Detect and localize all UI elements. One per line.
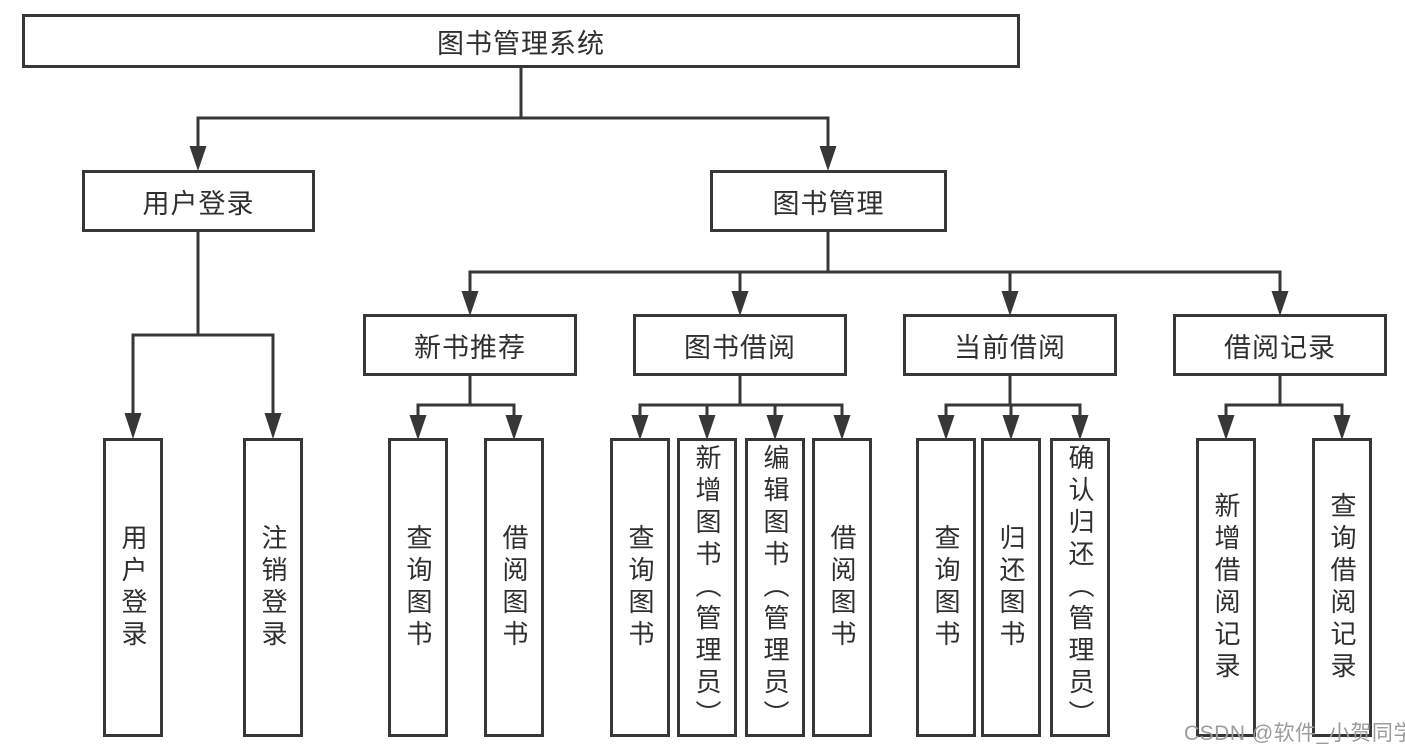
leaf-add-borrow-record: 新增借阅记录 xyxy=(1196,438,1256,737)
leaf-query-book-3-label: 查询图书 xyxy=(931,523,961,652)
leaf-add-book-admin-label: 新增图书（管理员） xyxy=(692,443,722,732)
watermark: CSDN @软件_小贺同学 xyxy=(1184,722,1405,745)
node-current-borrow: 当前借阅 xyxy=(903,314,1117,376)
arrow-down-icon xyxy=(189,146,207,171)
leaf-user-login: 用户登录 xyxy=(103,438,163,737)
arrow-down-icon xyxy=(937,415,955,440)
leaf-return-book: 归还图书 xyxy=(981,438,1041,737)
arrow-down-icon xyxy=(631,415,649,440)
leaf-logout-label: 注销登录 xyxy=(258,523,288,652)
node-root-label: 图书管理系统 xyxy=(437,28,605,59)
node-user-login: 用户登录 xyxy=(82,170,315,232)
arrow-down-icon xyxy=(264,413,282,439)
arrow-down-icon xyxy=(1001,291,1019,316)
node-new-book-recommend: 新书推荐 xyxy=(363,314,577,376)
connector-records-to-leaves xyxy=(1224,376,1344,416)
arrow-down-icon xyxy=(766,415,784,440)
node-current-borrow-label: 当前借阅 xyxy=(954,332,1066,363)
leaf-confirm-return-admin-label: 确认归还（管理员） xyxy=(1065,443,1095,732)
arrow-down-icon xyxy=(409,415,427,440)
node-borrow-records: 借阅记录 xyxy=(1173,314,1387,376)
node-borrow-records-label: 借阅记录 xyxy=(1224,332,1336,363)
arrowheads xyxy=(124,146,1351,440)
arrow-down-icon xyxy=(698,415,716,440)
leaf-query-book-3: 查询图书 xyxy=(916,438,976,737)
arrow-down-icon xyxy=(731,291,749,316)
node-book-management: 图书管理 xyxy=(710,170,947,232)
arrow-down-icon xyxy=(819,146,837,171)
connector-userlogin-to-leaves xyxy=(131,232,275,414)
node-book-borrow-label: 图书借阅 xyxy=(684,332,796,363)
leaf-user-login-label: 用户登录 xyxy=(118,523,148,652)
leaf-borrow-book-2-label: 借阅图书 xyxy=(827,523,857,652)
arrow-down-icon xyxy=(1071,415,1089,440)
leaf-return-book-label: 归还图书 xyxy=(996,523,1026,652)
connector-bookmgmt-to-level3 xyxy=(468,232,1282,292)
leaf-logout: 注销登录 xyxy=(243,438,303,737)
node-new-book-recommend-label: 新书推荐 xyxy=(414,332,526,363)
leaf-query-book-1-label: 查询图书 xyxy=(403,523,433,652)
leaf-add-book-admin: 新增图书（管理员） xyxy=(677,438,737,737)
connector-newbook-to-leaves xyxy=(416,376,516,416)
node-user-login-label: 用户登录 xyxy=(142,188,255,219)
node-book-borrow: 图书借阅 xyxy=(633,314,847,376)
leaf-borrow-book-1-label: 借阅图书 xyxy=(499,523,529,652)
leaf-query-book-2-label: 查询图书 xyxy=(625,523,655,652)
connector-bookborrow-to-leaves xyxy=(638,376,844,416)
leaf-query-borrow-record: 查询借阅记录 xyxy=(1312,438,1372,737)
arrow-down-icon xyxy=(1271,291,1289,316)
leaf-add-borrow-record-label: 新增借阅记录 xyxy=(1211,491,1241,684)
arrow-down-icon xyxy=(461,291,479,316)
node-root: 图书管理系统 xyxy=(22,14,1020,68)
connector-currentborrow-to-leaves xyxy=(944,376,1082,416)
arrow-down-icon xyxy=(124,413,142,439)
arrow-down-icon xyxy=(1002,415,1020,440)
leaf-edit-book-admin-label: 编辑图书（管理员） xyxy=(760,443,790,732)
leaf-query-borrow-record-label: 查询借阅记录 xyxy=(1327,491,1357,684)
leaf-edit-book-admin: 编辑图书（管理员） xyxy=(745,438,805,737)
leaf-query-book-2: 查询图书 xyxy=(610,438,670,737)
leaf-confirm-return-admin: 确认归还（管理员） xyxy=(1050,438,1110,737)
arrow-down-icon xyxy=(1217,415,1235,440)
leaf-borrow-book-2: 借阅图书 xyxy=(812,438,872,737)
leaf-borrow-book-1: 借阅图书 xyxy=(484,438,544,737)
arrow-down-icon xyxy=(1333,415,1351,440)
node-book-management-label: 图书管理 xyxy=(772,188,885,219)
leaf-query-book-1: 查询图书 xyxy=(388,438,448,737)
arrow-down-icon xyxy=(505,415,523,440)
connector-root-to-level2 xyxy=(196,66,830,147)
arrow-down-icon xyxy=(833,415,851,440)
